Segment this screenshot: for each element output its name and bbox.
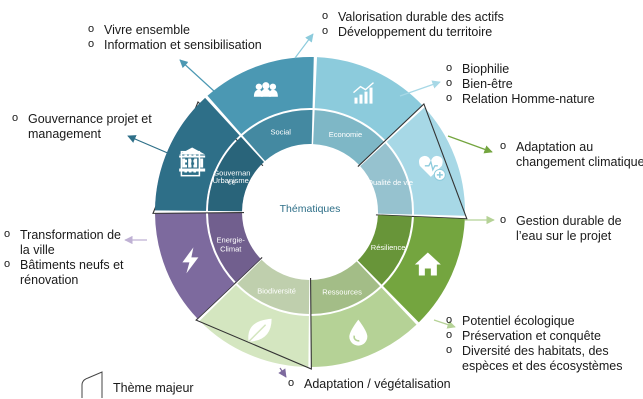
callout-gouvernance: Gouvernance projet et management [12, 111, 162, 142]
legend-bracket-icon [81, 371, 103, 398]
segment-label-qualite: Qualité de vie [367, 178, 413, 187]
connector-energie [278, 367, 287, 378]
segment-label-resilience: Résilience [371, 243, 406, 252]
legend-label: Thème majeur [113, 381, 194, 395]
segment-outer-energie [155, 213, 235, 319]
callout-item: Biophilie [446, 61, 595, 77]
connector-resilience [447, 135, 493, 154]
callout-energie: Adaptation / végétalisation [288, 376, 451, 392]
callout-item: Adaptation au changement climatique [500, 139, 643, 170]
callout-item: Diversité des habitats, des espèces et d… [446, 343, 641, 374]
segment-inner-resilience [357, 215, 412, 285]
segment-label-urbanisme: Urbanisme [213, 176, 249, 185]
callout-economie: Valorisation durable des actifs Développ… [322, 9, 504, 40]
connector-social [179, 59, 216, 93]
callout-item: Bâtiments neufs et rénovation [4, 257, 132, 288]
connector-qualite [399, 80, 441, 97]
callout-item: Valorisation durable des actifs [322, 9, 504, 25]
segment-inner-ressources [310, 261, 381, 314]
callout-item: Information et sensibilisation [88, 37, 262, 53]
callout-biodiversite: Potentiel écologique Préservation et con… [446, 313, 641, 374]
callout-qualite: Biophilie Bien-être Relation Homme-natur… [446, 61, 595, 107]
segment-label-energie: Energie-Climat [217, 236, 246, 254]
callout-social: Vivre ensemble Information et sensibilis… [88, 22, 262, 53]
segment-label-biodiversite: Biodiversité [257, 287, 296, 296]
callout-ressources: Gestion durable de l’eau sur le projet [500, 213, 630, 244]
connector-economie [294, 33, 314, 59]
callout-item: Vivre ensemble [88, 22, 262, 38]
water-drop-icon [349, 319, 368, 346]
leaf-icon [248, 318, 272, 343]
segment-inner-social [242, 110, 313, 161]
bar-chart-icon [353, 82, 374, 104]
major-theme-outline-biodiversite [195, 257, 312, 370]
people-icon [253, 82, 278, 97]
segment-label-economie: Economie [329, 130, 362, 139]
center-label: Thématiques [280, 203, 341, 215]
callout-resilience: Adaptation au changement climatique [500, 139, 643, 170]
segment-inner-qualite [360, 143, 412, 215]
segment-inner-gouvernance [208, 136, 264, 212]
callout-item: Gestion durable de l’eau sur le projet [500, 213, 630, 244]
callout-item: Préservation et conquête [446, 328, 641, 344]
major-theme-outline-qualite [357, 102, 468, 220]
callout-item: Potentiel écologique [446, 313, 641, 329]
segment-inner-energie [208, 212, 261, 283]
callout-item: Gouvernance projet et management [12, 111, 162, 142]
segment-inner-biodiversite [237, 259, 310, 314]
segment-label-ressources: Ressources [322, 287, 362, 296]
segment-outer-economie [314, 57, 423, 141]
house-icon [414, 252, 441, 276]
callout-item: Transformation de la ville [4, 227, 132, 258]
segment-outer-ressources [311, 287, 417, 367]
lightning-icon [182, 247, 199, 274]
heart-plus-icon [419, 155, 446, 181]
callout-item: Relation Homme-nature [446, 91, 595, 107]
callout-item: Adaptation / végétalisation [288, 376, 451, 392]
segment-inner-economie [313, 110, 384, 166]
segment-label-social: Social [271, 128, 292, 137]
callout-item: Bien-être [446, 76, 595, 92]
callout-item: Développement du territoire [322, 24, 504, 40]
segment-icons [179, 82, 446, 346]
callout-urbanisme: Transformation de la ville Bâtiments neu… [4, 227, 132, 288]
institution-icon [179, 147, 206, 172]
